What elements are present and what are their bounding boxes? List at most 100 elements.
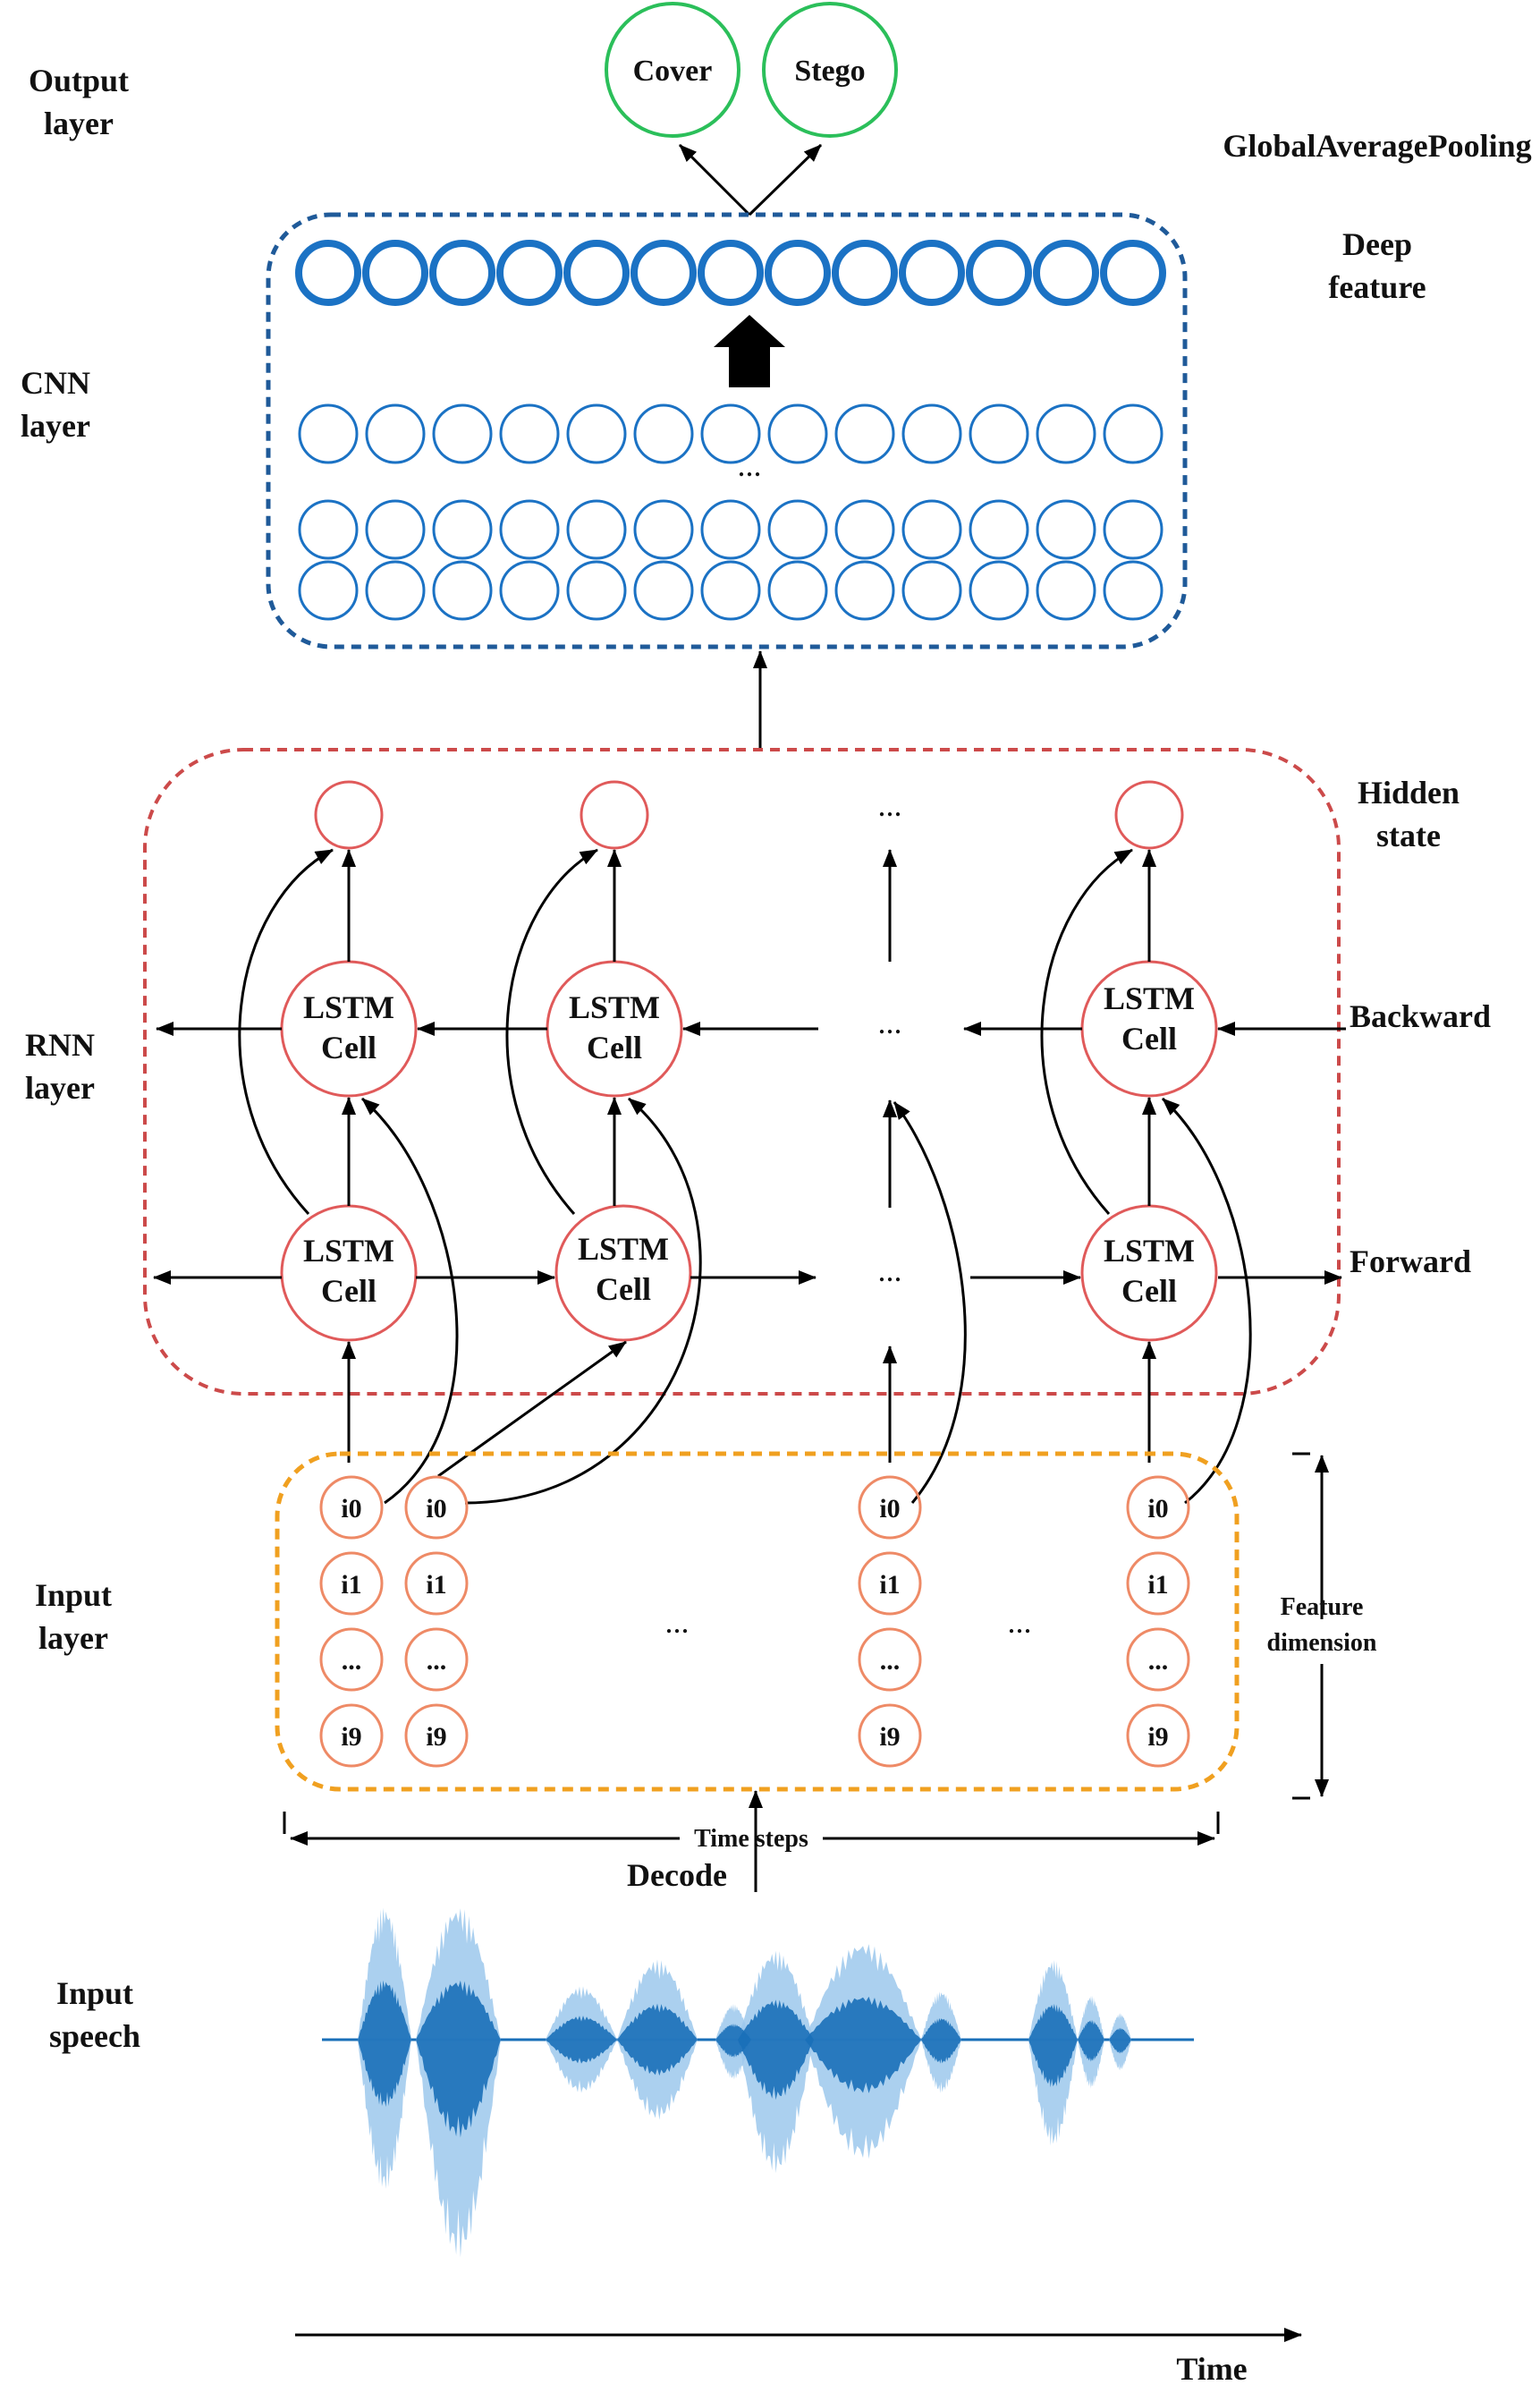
hidden-state-node bbox=[1114, 780, 1184, 850]
deep-feature-neuron bbox=[832, 240, 898, 306]
input-layer-label-line2: layer bbox=[38, 1620, 108, 1656]
rnn-layer: Hidden state Backward Forward ... LSTM C… bbox=[143, 748, 1491, 1505]
cnn-neuron bbox=[1036, 499, 1096, 560]
cnn-neuron bbox=[566, 499, 627, 560]
input-feature-label: i1 bbox=[1147, 1570, 1168, 1600]
feature-dimension-label-line2: dimension bbox=[1267, 1629, 1377, 1657]
hidden-state-ellipsis: ... bbox=[878, 787, 902, 823]
waveform-burst-core bbox=[738, 1999, 814, 2101]
input-feature-node bbox=[319, 1475, 384, 1540]
cnn-neuron bbox=[1103, 403, 1163, 464]
waveform-burst-core bbox=[617, 2003, 698, 2076]
input-feature-label: ... bbox=[342, 1646, 362, 1676]
cnn-neuron bbox=[969, 560, 1029, 621]
cnn-neuron bbox=[298, 560, 359, 621]
forward-ellipsis: ... bbox=[878, 1252, 902, 1288]
backward-label: Backward bbox=[1350, 998, 1491, 1034]
lstm-cell-label-line1: LSTM bbox=[1104, 1233, 1195, 1269]
lstm-cell-label-line1: LSTM bbox=[569, 989, 660, 1025]
lstm-forward-cell-1: LSTM Cell bbox=[280, 1204, 418, 1342]
lstm-cell-label-line2: Cell bbox=[596, 1271, 651, 1307]
output-layer-label-line2: layer bbox=[44, 106, 114, 141]
input-feature-label: i1 bbox=[341, 1570, 361, 1600]
deep-feature-neuron bbox=[698, 240, 764, 306]
cnn-neuron bbox=[298, 403, 359, 464]
input-ellipsis-right: ... bbox=[1008, 1604, 1032, 1640]
lstm-cell-label-line2: Cell bbox=[1121, 1273, 1177, 1309]
hidden-state-node bbox=[314, 780, 384, 850]
input-feature-node bbox=[319, 1551, 384, 1616]
layer-label-rnn: RNN layer bbox=[25, 1027, 95, 1106]
time-steps-label: Time steps bbox=[694, 1825, 808, 1853]
input-to-backward-curve bbox=[361, 1097, 459, 1505]
layer-label-cnn: CNN layer bbox=[21, 365, 90, 444]
deep-feature-neuron bbox=[295, 240, 361, 306]
layer-label-input: Input layer bbox=[35, 1577, 112, 1656]
pooling-arrow-to-cover bbox=[678, 143, 751, 216]
waveform-burst-core bbox=[1028, 2003, 1078, 2088]
output-node-stego-label: Stego bbox=[794, 55, 865, 88]
cnn-neuron bbox=[499, 403, 560, 464]
cnn-neuron bbox=[1103, 499, 1163, 560]
input-ellipsis-left: ... bbox=[665, 1604, 690, 1640]
cnn-neuron-grid bbox=[295, 240, 1166, 621]
input-feature-node bbox=[1126, 1703, 1190, 1768]
cnn-neuron bbox=[700, 403, 761, 464]
cnn-neuron bbox=[365, 560, 426, 621]
pooling-arrow-to-stego bbox=[748, 143, 823, 216]
deep-feature-neuron bbox=[765, 240, 831, 306]
waveform-burst-core bbox=[358, 1980, 411, 2108]
deep-feature-neuron bbox=[362, 240, 428, 306]
cnn-layer-label-line2: layer bbox=[21, 408, 90, 444]
input-feature-label: i9 bbox=[1147, 1722, 1168, 1752]
deep-feature-neuron bbox=[899, 240, 965, 306]
deep-feature-neuron bbox=[1033, 240, 1099, 306]
cnn-neuron bbox=[834, 499, 895, 560]
deep-feature-label-line2: feature bbox=[1328, 269, 1426, 305]
decode-label: Decode bbox=[627, 1857, 727, 1893]
cnn-neuron bbox=[365, 403, 426, 464]
cnn-neuron bbox=[298, 499, 359, 560]
waveform-burst-core bbox=[1109, 2027, 1131, 2054]
lstm-backward-cell-3: LSTM Cell bbox=[1080, 960, 1218, 1098]
input-feature-label: i0 bbox=[1147, 1494, 1168, 1524]
cnn-neuron bbox=[633, 403, 694, 464]
cnn-ellipsis: ... bbox=[738, 447, 762, 483]
input-feature-node bbox=[1126, 1627, 1190, 1692]
cnn-neuron bbox=[432, 403, 493, 464]
input-feature-node bbox=[858, 1703, 922, 1768]
hidden-state-label: Hidden state bbox=[1358, 775, 1460, 853]
lstm-cell-label-line1: LSTM bbox=[578, 1231, 669, 1267]
global-average-pooling-label: GlobalAveragePooling bbox=[1223, 128, 1531, 164]
speech-waveform bbox=[322, 1907, 1194, 2258]
time-axis-label: Time bbox=[1176, 2351, 1247, 2385]
deep-feature-neuron bbox=[966, 240, 1032, 306]
lstm-backward-cell-1: LSTM Cell bbox=[280, 960, 418, 1098]
cnn-layer-box bbox=[266, 212, 1188, 649]
cnn-neuron bbox=[566, 560, 627, 621]
cnn-neuron bbox=[969, 403, 1029, 464]
cnn-neuron bbox=[566, 403, 627, 464]
cnn-neuron bbox=[499, 560, 560, 621]
input-feature-label: i0 bbox=[341, 1494, 361, 1524]
input-feature-node bbox=[858, 1475, 922, 1540]
rnn-layer-label-line1: RNN bbox=[25, 1027, 95, 1063]
input-to-backward-curve bbox=[464, 1097, 702, 1505]
forward-to-hidden-curve bbox=[1040, 848, 1133, 1215]
input-feature-node bbox=[404, 1551, 469, 1616]
cnn-neuron bbox=[700, 499, 761, 560]
lstm-cell-label-line2: Cell bbox=[587, 1030, 642, 1065]
input-feature-node bbox=[404, 1475, 469, 1540]
lstm-cell-label-line2: Cell bbox=[321, 1273, 377, 1309]
cnn-neuron bbox=[1036, 560, 1096, 621]
cnn-neuron bbox=[633, 560, 694, 621]
cnn-layer-label-line1: CNN bbox=[21, 365, 90, 401]
skip-curves bbox=[238, 848, 1133, 1216]
deep-feature-neuron bbox=[563, 240, 630, 306]
input-layer-box bbox=[275, 1451, 1240, 1792]
cnn-layer: ... bbox=[266, 212, 1188, 649]
time-steps-indicator bbox=[283, 1790, 1220, 1892]
input-feature-label: i1 bbox=[426, 1570, 446, 1600]
